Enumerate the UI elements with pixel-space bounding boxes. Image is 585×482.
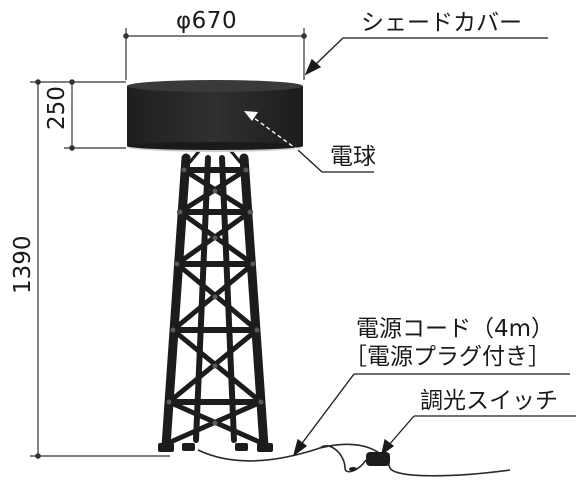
total-height-label: 1390 bbox=[10, 235, 36, 294]
power-cord bbox=[197, 443, 511, 477]
power-cord-plug-side bbox=[319, 445, 367, 473]
lamp-tower bbox=[148, 142, 282, 451]
dimmer-switch bbox=[349, 452, 390, 471]
dimmer-switch-leader bbox=[381, 415, 576, 456]
bulb-label: 電球 bbox=[330, 144, 376, 170]
dimmer-switch-label: 調光スイッチ bbox=[420, 388, 558, 414]
bolt-dots bbox=[166, 167, 264, 426]
shade-cover-label: シェードカバー bbox=[361, 10, 522, 36]
shade-height-label: 250 bbox=[44, 86, 70, 130]
shade-height-dimension-line bbox=[64, 79, 126, 151]
total-height-dimension-line bbox=[30, 79, 170, 459]
bulb-leader bbox=[244, 111, 374, 173]
power-plug-label: ［電源プラグ付き］ bbox=[344, 344, 551, 370]
shade-cover bbox=[127, 80, 303, 150]
power-cord-label: 電源コード（4m） bbox=[356, 316, 555, 342]
power-cord-leader bbox=[292, 373, 570, 457]
lamp-feet bbox=[158, 443, 273, 452]
shade-cover-leader bbox=[304, 37, 548, 76]
diameter-label: φ670 bbox=[176, 8, 238, 34]
diameter-dimension-line bbox=[123, 28, 307, 80]
